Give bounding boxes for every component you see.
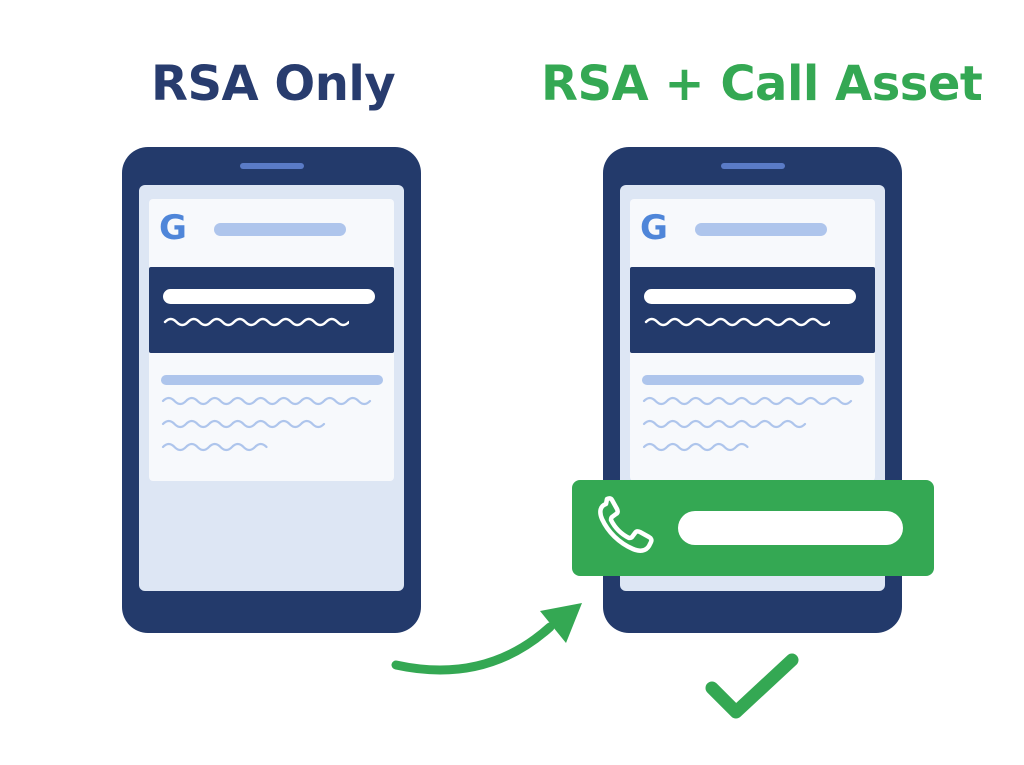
phone-speaker	[721, 163, 785, 169]
google-logo-icon: G	[159, 208, 187, 248]
search-results-card: G	[630, 199, 875, 481]
call-asset-text-bar	[678, 511, 903, 545]
organic-result-squiggles	[642, 396, 853, 452]
title-rsa-call-asset: RSA + Call Asset	[541, 56, 983, 112]
phone-rsa-only: G	[122, 147, 421, 633]
call-asset-bar[interactable]	[572, 480, 934, 576]
search-bar	[214, 223, 346, 236]
search-bar	[695, 223, 827, 236]
ad-block	[630, 267, 875, 353]
checkmark-icon	[705, 653, 799, 719]
search-results-card: G	[149, 199, 394, 481]
organic-result-title-bar	[161, 375, 383, 385]
ad-description-squiggle	[644, 317, 830, 327]
ad-headline-bar	[163, 289, 375, 304]
google-logo-icon: G	[640, 208, 668, 248]
phone-speaker	[240, 163, 304, 169]
ad-headline-bar	[644, 289, 856, 304]
organic-result-title-bar	[642, 375, 864, 385]
title-rsa-only: RSA Only	[151, 56, 396, 112]
organic-result-squiggles	[161, 396, 372, 452]
ad-block	[149, 267, 394, 353]
phone-screen: G	[139, 185, 404, 591]
ad-description-squiggle	[163, 317, 349, 327]
curved-arrow-icon	[391, 603, 582, 675]
phone-handset-icon	[598, 496, 654, 553]
